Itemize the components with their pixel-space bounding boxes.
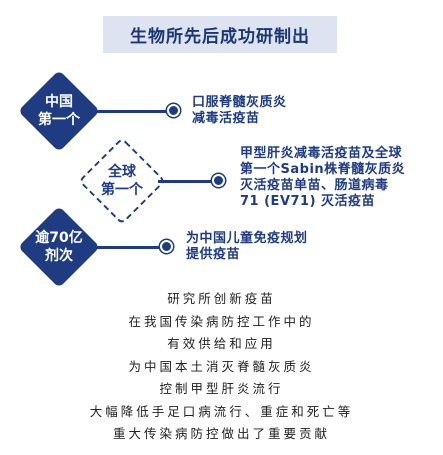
item-description: 为中国儿童免疫规划 提供疫苗	[186, 231, 308, 262]
badge-label: 逾70亿 剂次	[35, 230, 83, 264]
connector-dot	[212, 174, 225, 187]
badge-label: 全球 第一个	[101, 164, 143, 198]
connector-line	[92, 246, 162, 249]
item-description: 甲型肝炎减毒活疫苗及全球 第一个Sabin株脊髓灰质炎 灭活疫苗单苗、肠道病毒 …	[240, 146, 406, 209]
summary-line: 研究所创新疫苗	[167, 291, 276, 306]
connector-line	[158, 180, 214, 183]
summary-line: 有效供给和应用	[167, 336, 276, 351]
summary-line: 在我国传染病防控工作中的	[128, 313, 315, 329]
summary-line: 为中国本土消灭脊髓灰质炎	[128, 358, 315, 374]
badge-china-first: 中国 第一个	[17, 69, 101, 153]
connector-dot	[167, 104, 180, 117]
summary-text: 研究所创新疫苗 在我国传染病防控工作中的 有效供给和应用 为中国本土消灭脊髓灰质…	[0, 288, 443, 446]
summary-line: 控制甲型肝炎流行	[159, 381, 284, 396]
summary-line: 重大传染病防控做出了重要贡献	[112, 426, 330, 441]
badge-label: 中国 第一个	[38, 94, 80, 128]
connector-dot	[160, 240, 173, 253]
badge-global-first: 全球 第一个	[78, 137, 166, 225]
page-title: 生物所先后成功研制出	[103, 16, 337, 53]
badge-doses: 逾70亿 剂次	[17, 205, 101, 289]
summary-line: 大幅降低手足口病流行、重症和死亡等	[89, 403, 354, 419]
item-description: 口服脊髓灰质炎 减毒活疫苗	[192, 95, 287, 126]
connector-line	[92, 110, 170, 113]
